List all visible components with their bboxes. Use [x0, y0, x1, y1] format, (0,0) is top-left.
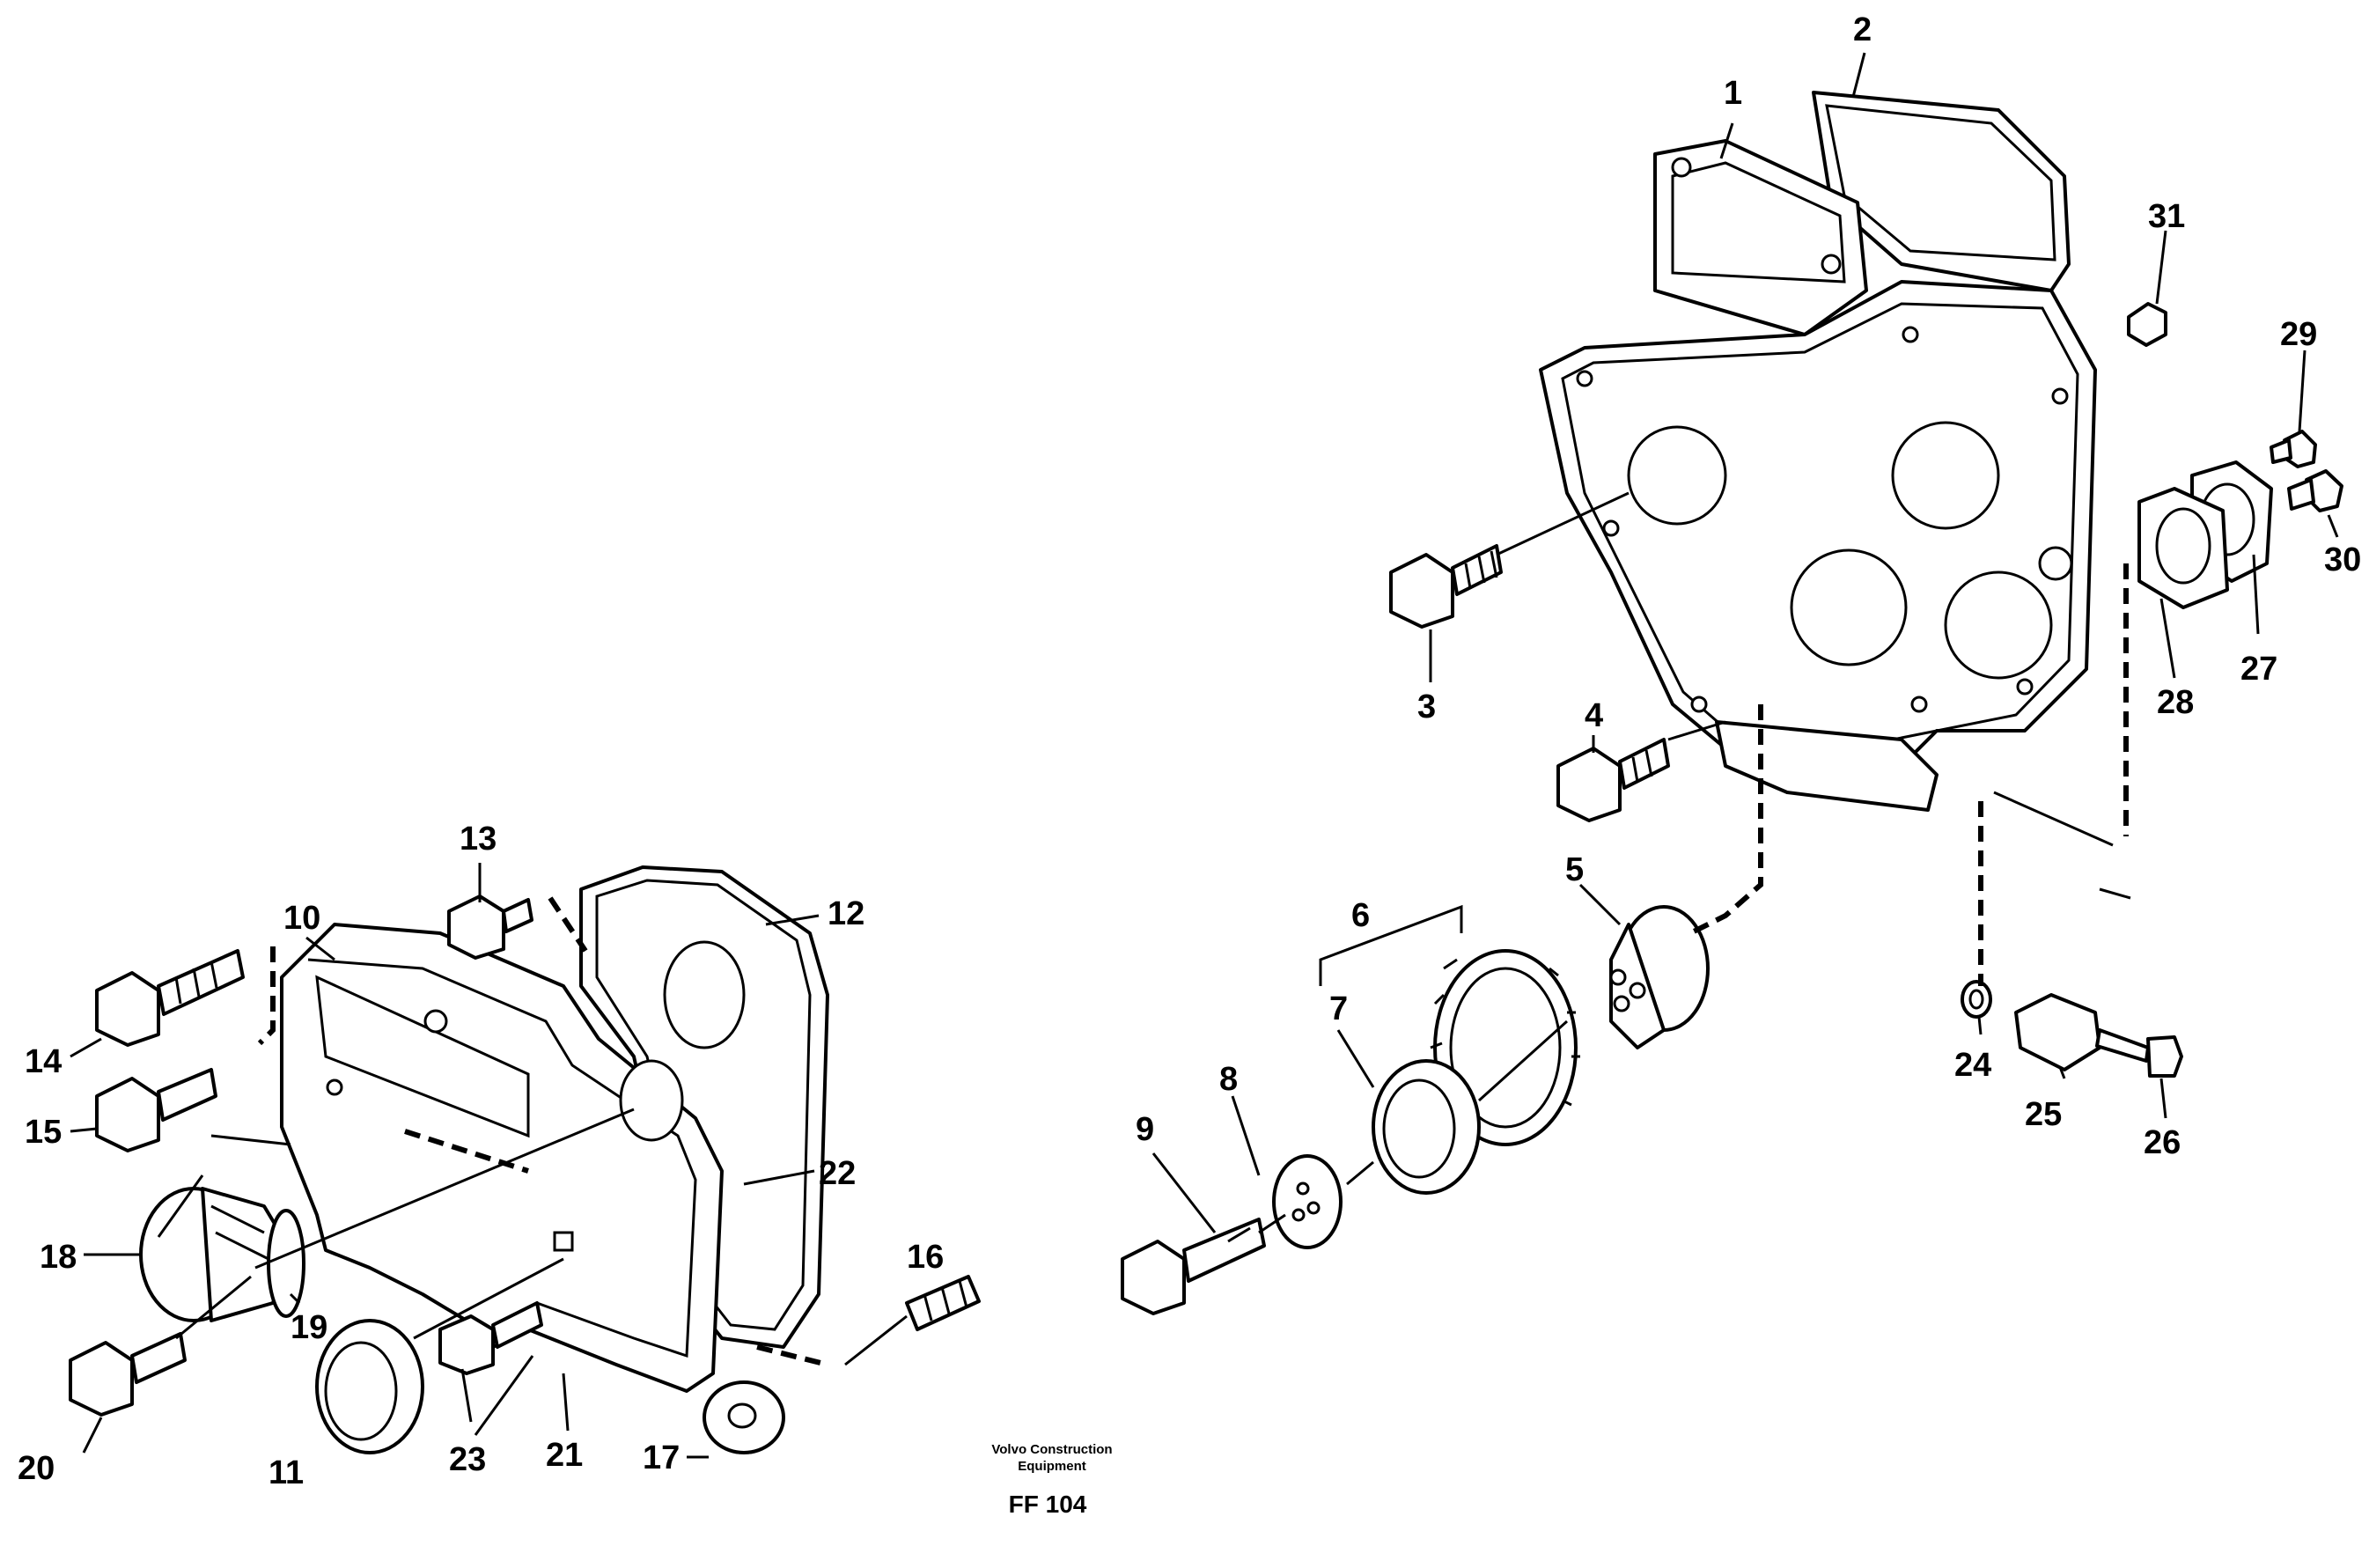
brand-line-1: Volvo Construction	[991, 1442, 1112, 1457]
callout-labels: 1 2 3 4 5 6 7 8 9 10 11 12 13 14 15 16 1…	[18, 11, 2361, 1491]
label-22: 22	[819, 1155, 856, 1192]
label-3: 3	[1417, 688, 1436, 725]
casing-bore	[1790, 548, 1908, 666]
outer-cover-assembly	[139, 865, 829, 1454]
label-1: 1	[1724, 75, 1742, 112]
bolt-26-part	[2095, 1028, 2183, 1078]
gasket-12-part	[579, 865, 829, 1349]
washer-8-part	[1272, 1154, 1343, 1249]
casing-bore	[1627, 425, 1727, 526]
label-7: 7	[1329, 990, 1348, 1027]
label-8: 8	[1219, 1061, 1238, 1098]
label-28: 28	[2157, 684, 2194, 721]
brand-line-2: Equipment	[1018, 1459, 1086, 1474]
label-26: 26	[2144, 1124, 2181, 1161]
label-5: 5	[1565, 851, 1584, 888]
figure-code: FF 104	[1009, 1491, 1087, 1518]
label-6: 6	[1351, 897, 1370, 934]
label-11: 11	[269, 1454, 304, 1491]
bolt-14-part	[95, 949, 245, 1047]
label-12: 12	[828, 895, 864, 932]
timing-casing-part	[1539, 280, 2097, 777]
label-25: 25	[2025, 1096, 2062, 1133]
plug-31-part	[2127, 302, 2167, 347]
label-10: 10	[283, 900, 320, 937]
seal-ring-11-part	[315, 1319, 424, 1454]
label-24: 24	[1954, 1047, 1991, 1084]
bolt-30-part	[2287, 469, 2343, 512]
label-18: 18	[40, 1239, 77, 1276]
bolt-9-part	[1121, 1218, 1266, 1315]
label-30: 30	[2324, 541, 2361, 578]
label-17: 17	[643, 1439, 680, 1476]
diagram-footer: Volvo Construction Equipment FF 104	[991, 1442, 1112, 1518]
bolt-13-part	[447, 894, 533, 960]
label-23: 23	[449, 1441, 486, 1478]
label-31: 31	[2148, 198, 2185, 235]
left-leader-lines	[157, 896, 908, 1436]
label-15: 15	[25, 1114, 62, 1151]
label-4: 4	[1585, 697, 1603, 734]
callout-leaders	[70, 52, 2339, 1459]
stud-16-part	[905, 1275, 981, 1331]
label-20: 20	[18, 1450, 55, 1487]
bolt-15-part	[95, 1068, 217, 1152]
label-21: 21	[546, 1437, 583, 1474]
gasket-28-part	[2137, 487, 2229, 609]
label-9: 9	[1136, 1111, 1154, 1148]
bushing-7-part	[1372, 1059, 1481, 1195]
bolt-23-part	[438, 1301, 543, 1375]
bolt-29-part	[2270, 430, 2317, 468]
label-14: 14	[25, 1043, 62, 1080]
washer-24-part	[1961, 980, 1992, 1019]
nut-17-part	[703, 1380, 785, 1454]
casing-bore	[1944, 571, 2053, 680]
label-13: 13	[460, 821, 497, 858]
bolt-3-part	[1389, 544, 1503, 629]
plate-25-part	[2014, 993, 2101, 1071]
label-16: 16	[907, 1239, 944, 1276]
right-leader-lines	[1258, 491, 2131, 1234]
label-29: 29	[2280, 316, 2317, 353]
bolt-4-part	[1556, 738, 1670, 822]
cover-27-part	[2190, 460, 2273, 583]
hub-5-part	[1609, 905, 1710, 1049]
label-2: 2	[1853, 11, 1872, 48]
label-27: 27	[2240, 651, 2277, 688]
label-19: 19	[291, 1309, 327, 1346]
timing-gear-casing-assembly	[1539, 91, 2097, 812]
bolt-20-part	[69, 1332, 187, 1417]
casing-bore	[1891, 421, 2000, 530]
